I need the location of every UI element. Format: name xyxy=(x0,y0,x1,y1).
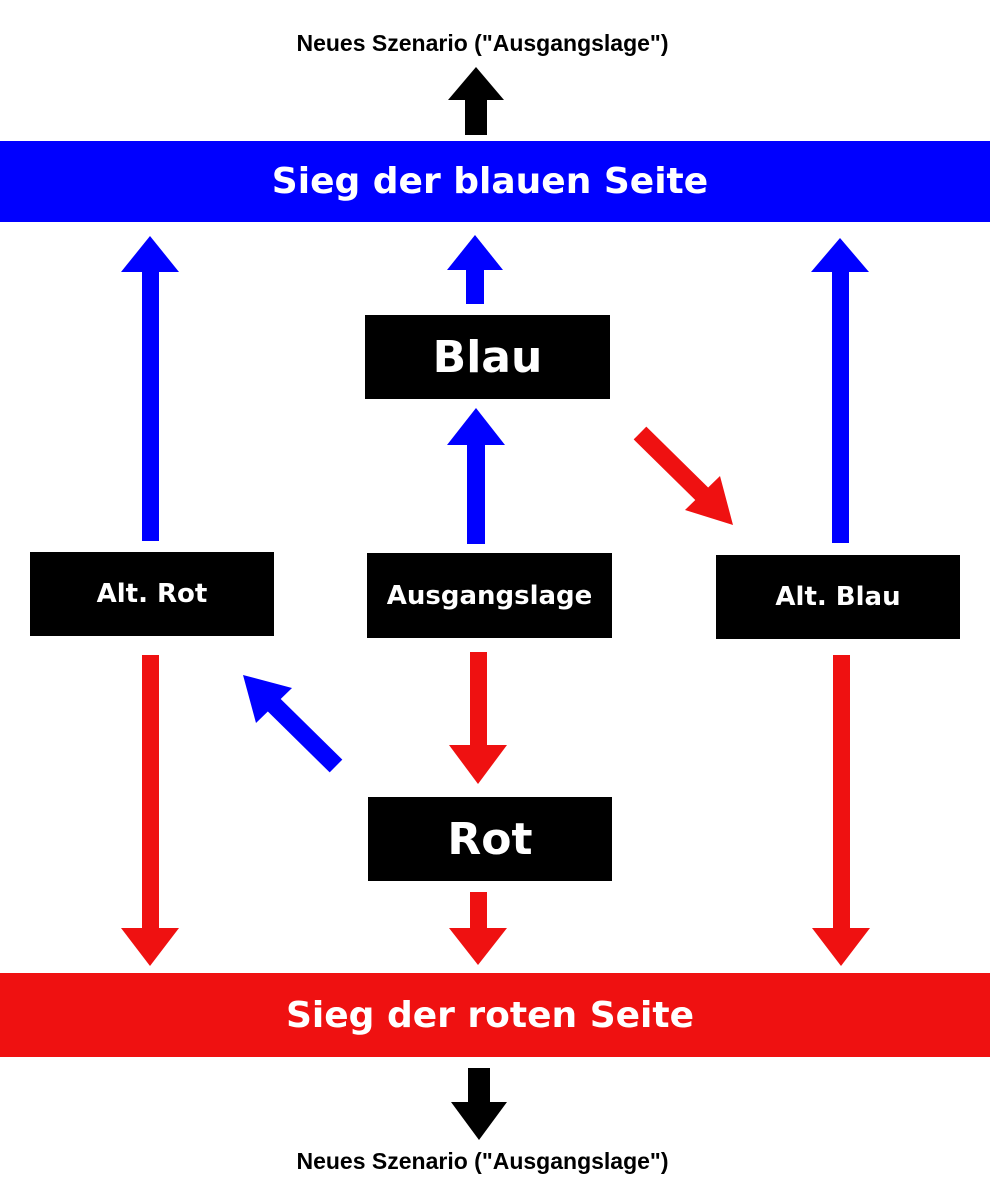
node-alt-blau: Alt. Blau xyxy=(716,555,960,639)
arrow-rot-to-alt-rot xyxy=(243,675,343,773)
node-alt-rot-label: Alt. Rot xyxy=(96,579,208,609)
arrow-blau-to-blue-win xyxy=(447,235,503,304)
node-blau: Blau xyxy=(365,315,610,399)
node-blau-label: Blau xyxy=(432,331,543,383)
node-alt-blau-label: Alt. Blau xyxy=(775,582,901,612)
arrow-alt-blau-to-red-win xyxy=(812,655,870,966)
node-ausgangslage-label: Ausgangslage xyxy=(386,580,593,611)
red-win-label: Sieg der roten Seite xyxy=(285,994,695,1036)
node-rot-label: Rot xyxy=(447,813,533,865)
red-win-banner: Sieg der roten Seite xyxy=(0,973,990,1057)
arrow-rot-to-red-win xyxy=(449,892,507,965)
arrow-alt-blau-to-blue-win xyxy=(811,238,869,543)
arrow-ausgangslage-to-blau xyxy=(447,408,505,544)
arrow-alt-rot-to-blue-win xyxy=(121,236,179,541)
arrow-blau-to-alt-blau xyxy=(633,426,733,525)
node-ausgangslage: Ausgangslage xyxy=(367,553,612,638)
node-rot: Rot xyxy=(368,797,612,881)
blue-win-label: Sieg der blauen Seite xyxy=(271,161,709,202)
arrow-ausgangslage-to-rot xyxy=(449,652,507,784)
new-scenario-caption-top: Neues Szenario ("Ausgangslage") xyxy=(296,30,669,56)
new-scenario-caption-bottom: Neues Szenario ("Ausgangslage") xyxy=(296,1148,669,1174)
arrow-alt-rot-to-red-win xyxy=(121,655,179,966)
node-alt-rot: Alt. Rot xyxy=(30,552,274,636)
arrow-blue-win-to-new-scenario xyxy=(448,67,504,135)
blue-win-banner: Sieg der blauen Seite xyxy=(0,141,990,222)
arrow-red-win-to-new-scenario xyxy=(451,1068,507,1140)
